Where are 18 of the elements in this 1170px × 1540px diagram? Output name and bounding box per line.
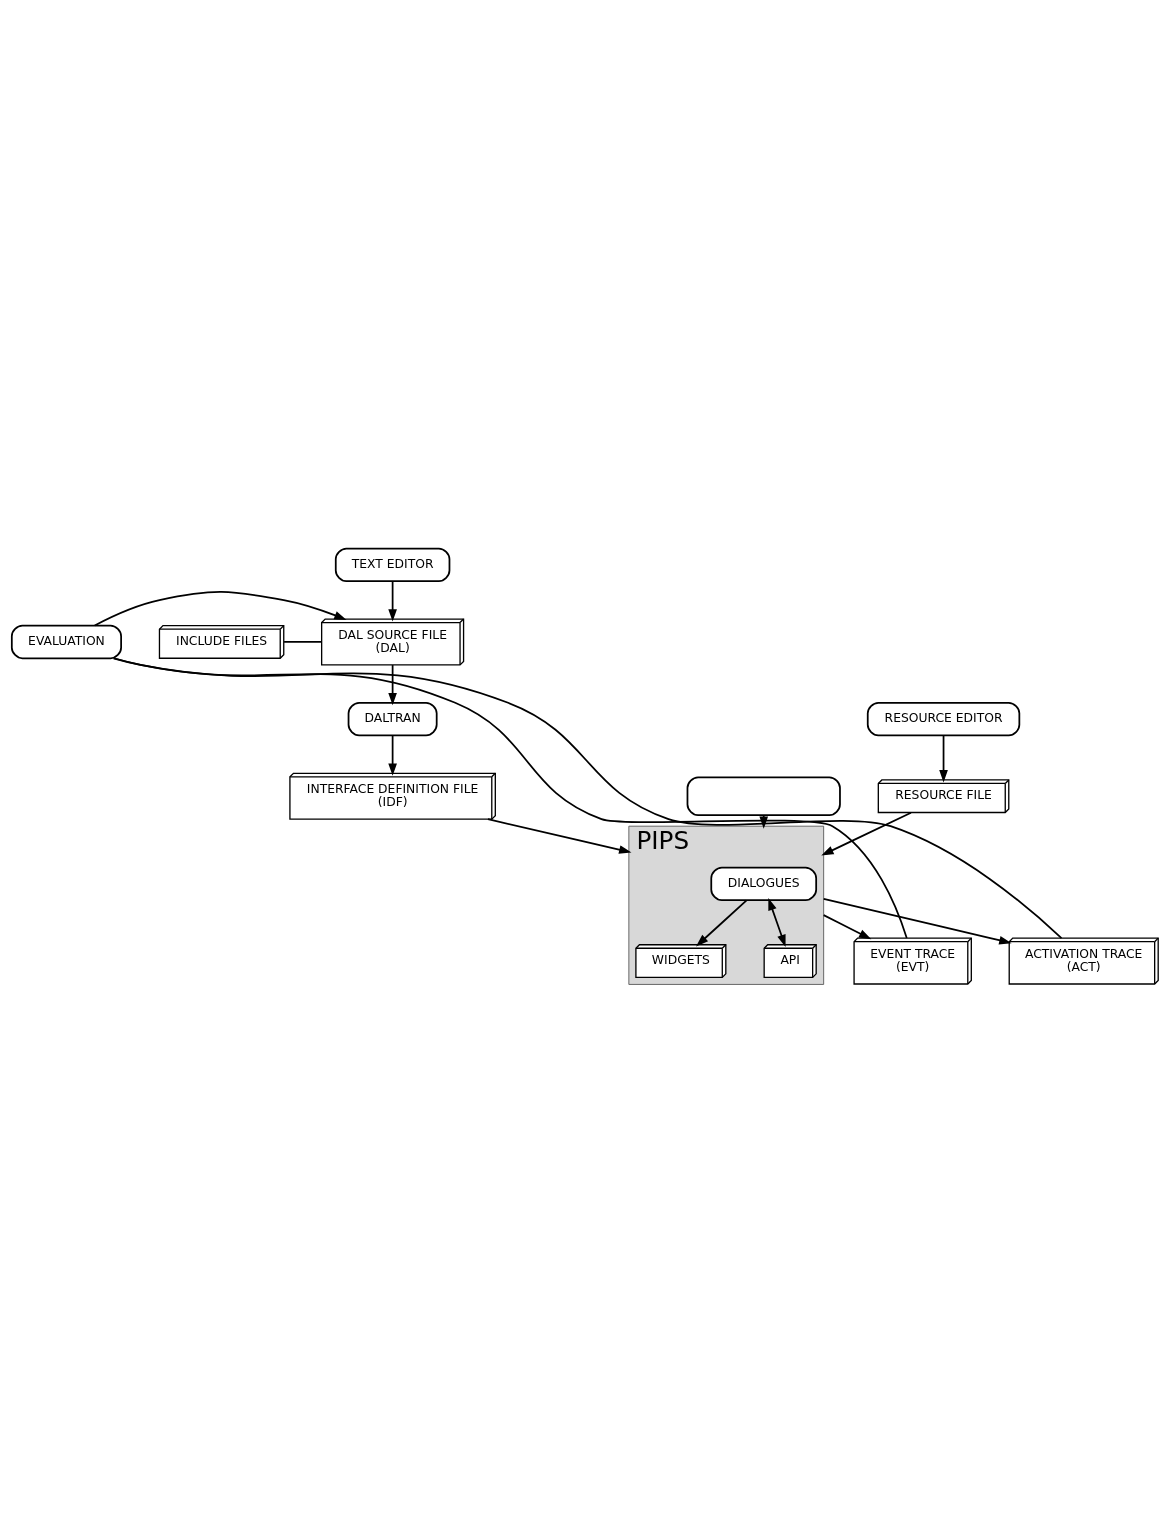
arrow xyxy=(822,898,1012,945)
arrow xyxy=(822,914,872,940)
node-box: DALTRAN xyxy=(347,701,438,737)
arrow xyxy=(487,818,632,854)
arrow xyxy=(93,591,347,627)
node-box: RESOURCE EDITOR xyxy=(866,701,1021,737)
connector xyxy=(283,641,323,643)
arrow xyxy=(821,811,912,856)
node-box: DIALOGUES xyxy=(710,866,818,902)
arrow xyxy=(939,734,948,783)
connector xyxy=(112,657,1063,939)
arrow xyxy=(388,580,397,622)
node-box: TEXT EDITOR xyxy=(334,547,451,582)
arrow xyxy=(388,664,397,706)
arrow xyxy=(768,897,786,948)
node-box: EVALUATION xyxy=(10,624,122,660)
arrow xyxy=(696,899,748,947)
arrow xyxy=(388,734,397,776)
